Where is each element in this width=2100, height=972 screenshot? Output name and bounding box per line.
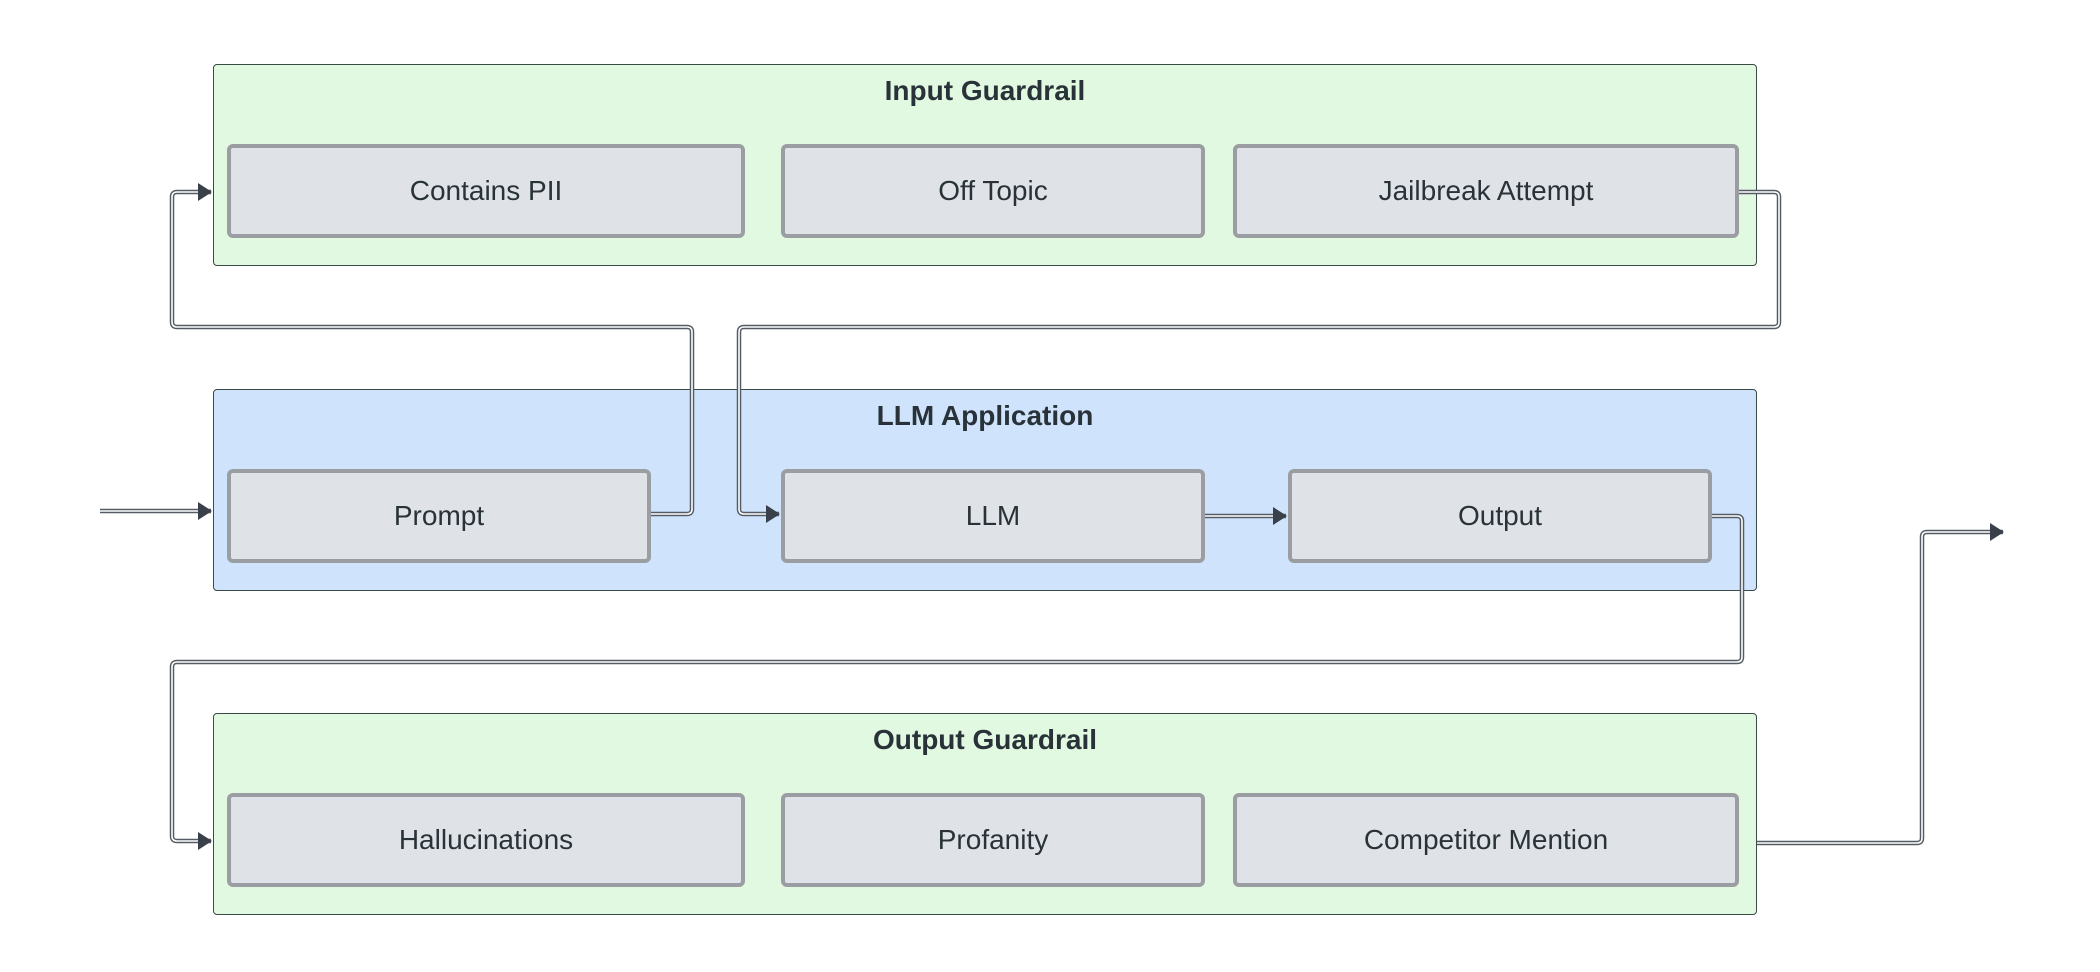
hallucinations-node[interactable]: Hallucinations [227, 793, 745, 887]
prompt-node[interactable]: Prompt [227, 469, 651, 563]
arrowhead-icon [1990, 523, 2004, 541]
off-topic-node[interactable]: Off Topic [781, 144, 1205, 238]
jailbreak-attempt-node[interactable]: Jailbreak Attempt [1233, 144, 1739, 238]
competitor-mention-node[interactable]: Competitor Mention [1233, 793, 1739, 887]
arrowhead-icon [198, 183, 212, 201]
output-guardrail-title: Output Guardrail [873, 724, 1097, 755]
wire-output-guardrail-to-exit [1757, 523, 2004, 846]
input-guardrail-title: Input Guardrail [884, 75, 1086, 106]
contains-pii-node[interactable]: Contains PII [227, 144, 745, 238]
wire-entry-to-prompt [100, 502, 212, 520]
arrowhead-icon [198, 502, 212, 520]
llm-node[interactable]: LLM [781, 469, 1205, 563]
arrowhead-icon [198, 832, 212, 850]
output-node[interactable]: Output [1288, 469, 1712, 563]
profanity-node[interactable]: Profanity [781, 793, 1205, 887]
llm-application-title: LLM Application [876, 400, 1094, 431]
